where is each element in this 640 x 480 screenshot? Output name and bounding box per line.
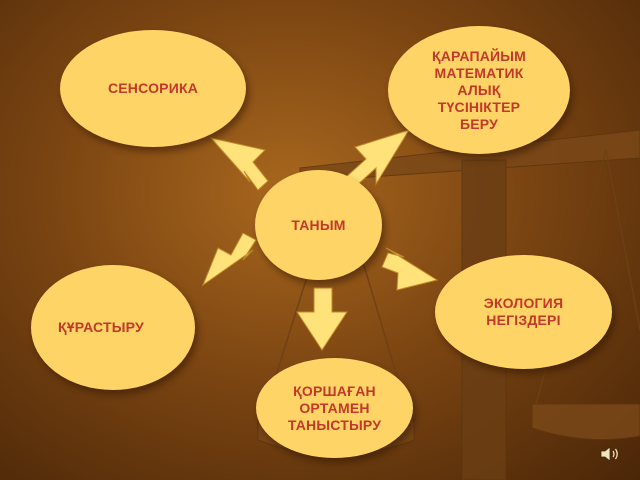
speaker-icon[interactable] bbox=[600, 446, 622, 462]
center-node-label: ТАНЫМ bbox=[291, 216, 346, 233]
node-sensorika-label: СЕНСОРИКА bbox=[107, 80, 199, 96]
node-ekologiya: ЭКОЛОГИЯ НЕГІЗДЕРІ bbox=[435, 255, 612, 369]
node-qorshagan-label: ҚОРШАҒАН ОРТАМЕН ТАНЫСТЫРУ bbox=[287, 382, 382, 433]
arrow-to-ekologiya bbox=[381, 247, 439, 291]
node-qorshagan: ҚОРШАҒАН ОРТАМЕН ТАНЫСТЫРУ bbox=[256, 358, 413, 458]
node-ekologiya-label: ЭКОЛОГИЯ НЕГІЗДЕРІ bbox=[483, 295, 564, 328]
node-math: ҚАРАПАЙЫМ МАТЕМАТИК АЛЫҚ ТҮСІНІКТЕР БЕРУ bbox=[388, 26, 570, 154]
arrow-to-qorshagan bbox=[296, 287, 348, 351]
node-sensorika: СЕНСОРИКА bbox=[60, 30, 246, 147]
arrow-to-qurastyru bbox=[201, 232, 257, 287]
node-math-label: ҚАРАПАЙЫМ МАТЕМАТИК АЛЫҚ ТҮСІНІКТЕР БЕРУ bbox=[431, 47, 527, 132]
arrow-to-math bbox=[345, 129, 411, 188]
arrow-to-sensorika bbox=[209, 137, 269, 191]
node-qurastyru: ҚҰРАСТЫРУ bbox=[31, 265, 195, 390]
node-qurastyru-label: ҚҰРАСТЫРУ bbox=[58, 319, 144, 335]
center-node: ТАНЫМ bbox=[255, 170, 382, 280]
